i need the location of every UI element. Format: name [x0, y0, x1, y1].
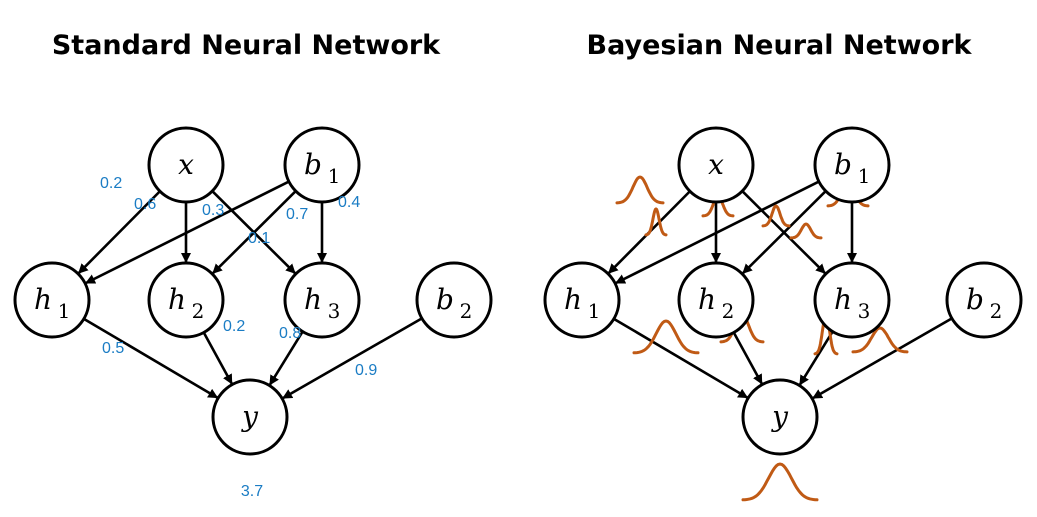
bayesian-weight-distribution-x-h3	[789, 222, 823, 240]
standard-node-subscript-b1: 1	[328, 164, 341, 188]
bayesian-node-label-y: y	[770, 400, 789, 433]
standard-weight-b1-h2: 0.1	[248, 230, 270, 247]
standard-edge-h1-y	[83, 317, 219, 399]
standard-edge-b1-h1	[85, 180, 290, 285]
bayesian-output-distribution	[741, 462, 819, 502]
bayesian-weight-distribution-b1-h1	[644, 207, 668, 237]
standard-node-subscript-h1: 1	[58, 299, 71, 323]
standard-node-x: x	[147, 126, 225, 204]
bayesian-weight-distribution-x-h1	[615, 175, 665, 205]
bayesian-network-title: Bayesian Neural Network	[586, 30, 972, 61]
standard-node-subscript-h3: 3	[328, 299, 341, 323]
bayesian-edge-b2-y	[812, 317, 953, 400]
standard-node-label-y: y	[240, 400, 259, 433]
standard-weight-x-h3: 0.7	[286, 206, 308, 223]
standard-node-label-h3: h	[304, 283, 322, 316]
bayesian-node-y: y	[741, 378, 819, 456]
standard-node-subscript-b2: 2	[460, 299, 473, 323]
standard-weight-b2-y: 0.9	[355, 362, 377, 379]
standard-weight-x-h2: 0.3	[202, 202, 224, 219]
bayesian-node-label-b1: b	[834, 148, 852, 181]
bayesian-node-label-h2: h	[698, 283, 716, 316]
bayesian-node-label-b2: b	[966, 283, 984, 316]
bayesian-edge-h2-y	[732, 331, 763, 385]
bayesian-weight-distribution-b2-y	[851, 326, 909, 354]
standard-node-subscript-h2: 2	[192, 299, 205, 323]
bayesian-node-x: x	[677, 126, 755, 204]
bayesian-edge-h3-y	[798, 330, 834, 386]
bayesian-node-label-h3: h	[834, 283, 852, 316]
bayesian-node-subscript-b2: 2	[990, 299, 1003, 323]
standard-network-title: Standard Neural Network	[51, 30, 441, 61]
standard-node-label-b2: b	[436, 283, 454, 316]
bayesian-node-subscript-h3: 3	[858, 299, 871, 323]
standard-node-y: y	[211, 378, 289, 456]
bayesian-weight-distribution-h1-y	[632, 319, 700, 355]
standard-edge-x-h1	[77, 190, 161, 274]
bayesian-node-label-x: x	[708, 148, 724, 181]
standard-node-label-b1: b	[304, 148, 322, 181]
standard-node-label-h1: h	[34, 283, 52, 316]
standard-output-value: 3.7	[241, 483, 263, 500]
bayesian-weight-distribution-b1-h2	[761, 204, 791, 228]
standard-node-label-h2: h	[168, 283, 186, 316]
bayesian-edge-x-h3	[741, 190, 826, 275]
bayesian-node-subscript-b1: 1	[858, 164, 871, 188]
standard-node-label-x: x	[178, 148, 194, 181]
standard-weight-b1-h3: 0.4	[338, 194, 360, 211]
standard-edge-h2-y	[202, 331, 233, 385]
standard-weight-h3-y: 0.8	[279, 325, 301, 342]
bayesian-node-subscript-h1: 1	[588, 299, 601, 323]
standard-weight-h2-y: 0.2	[223, 318, 245, 335]
standard-edge-h3-y	[268, 330, 304, 386]
bayesian-node-label-h1: h	[564, 283, 582, 316]
standard-edge-b2-y	[282, 317, 423, 400]
bayesian-edge-h1-y	[613, 317, 749, 399]
bayesian-edge-b1-h1	[615, 180, 820, 285]
standard-weight-x-h1: 0.2	[100, 175, 122, 192]
standard-edge-x-h3	[211, 190, 296, 275]
bayesian-node-subscript-h2: 2	[722, 299, 735, 323]
standard-weight-b1-h1: 0.6	[134, 196, 156, 213]
standard-weight-h1-y: 0.5	[102, 340, 124, 357]
